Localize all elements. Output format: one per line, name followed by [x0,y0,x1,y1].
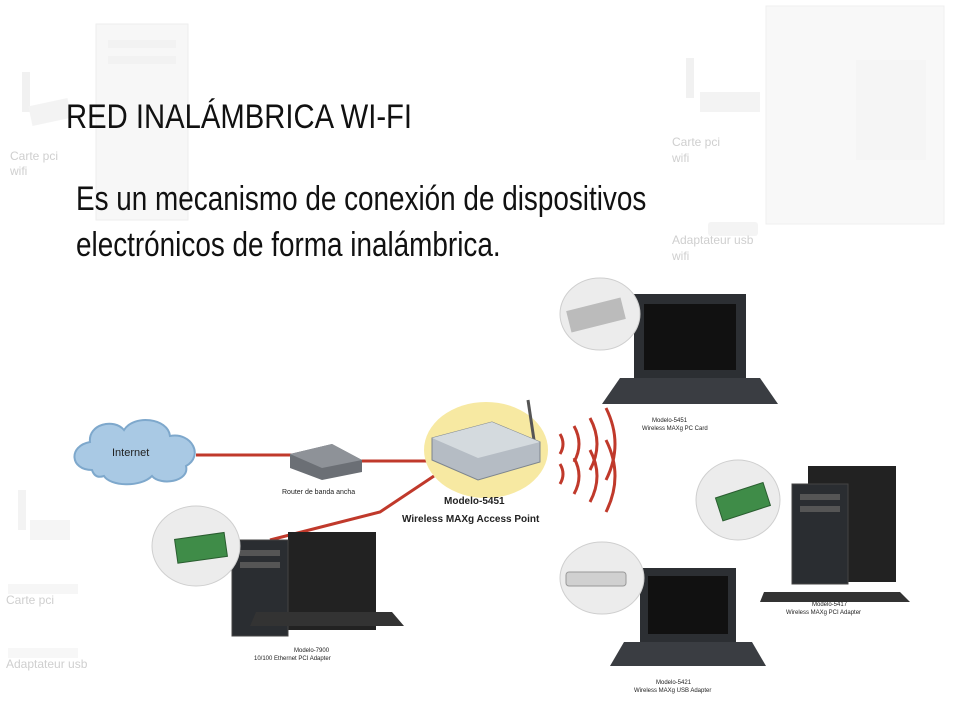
laptop-top-icon: Modelo-5451 Wireless MAXg PC Card [559,277,778,432]
laptop-bottom-icon: Modelo-5421 Wireless MAXg USB Adapter [559,541,766,694]
desktop-right-icon: Modelo-5417 Wireless MAXg PCI Adapter [695,459,910,616]
ghost-label: Carte pci [10,149,58,163]
cable-ap-desktop [269,474,435,542]
access-point-icon: Modelo-5451 Wireless MAXg Access Point [402,399,548,525]
laptop-top-label-1: Modelo-5451 [652,418,688,424]
slide-body: Es un mecanismo de conexión de dispositi… [76,176,646,268]
wifi-waves-icon [558,407,617,513]
laptop-top-label-2: Wireless MAXg PC Card [642,426,708,432]
desktop-left-icon: Modelo-7900 10/100 Ethernet PCI Adapter [151,505,404,662]
cloud-label: Internet [112,447,149,459]
ghost-label: wifi [671,151,689,165]
desktop-right-label-2: Wireless MAXg PCI Adapter [786,610,861,616]
laptop-bottom-label-2: Wireless MAXg USB Adapter [634,688,711,694]
body-line-1: Es un mecanismo de conexión de dispositi… [76,180,647,218]
desktop-right-label-1: Modelo-5417 [812,602,848,608]
slide-title: RED INALÁMBRICA WI-FI [66,98,413,136]
broadband-router-icon: Router de banda ancha [282,444,362,496]
internet-cloud-icon: Internet [73,418,196,486]
desktop-left-label-1: Modelo-7900 [294,648,330,654]
router-label: Router de banda ancha [282,489,355,496]
ghost-label: Adaptateur usb [672,233,754,247]
ghost-label: Carte pci [6,593,54,607]
desktop-left-label-2: 10/100 Ethernet PCI Adapter [254,656,331,662]
ap-label-1: Modelo-5451 [444,496,505,507]
ap-label-2: Wireless MAXg Access Point [402,514,540,525]
ghost-label: wifi [9,164,27,178]
ghost-label: Adaptateur usb [6,657,88,671]
ghost-label: wifi [671,249,689,263]
body-line-2: electrónicos de forma inalámbrica. [76,226,501,264]
ghost-label: Carte pci [672,135,720,149]
laptop-bottom-label-1: Modelo-5421 [656,680,692,686]
